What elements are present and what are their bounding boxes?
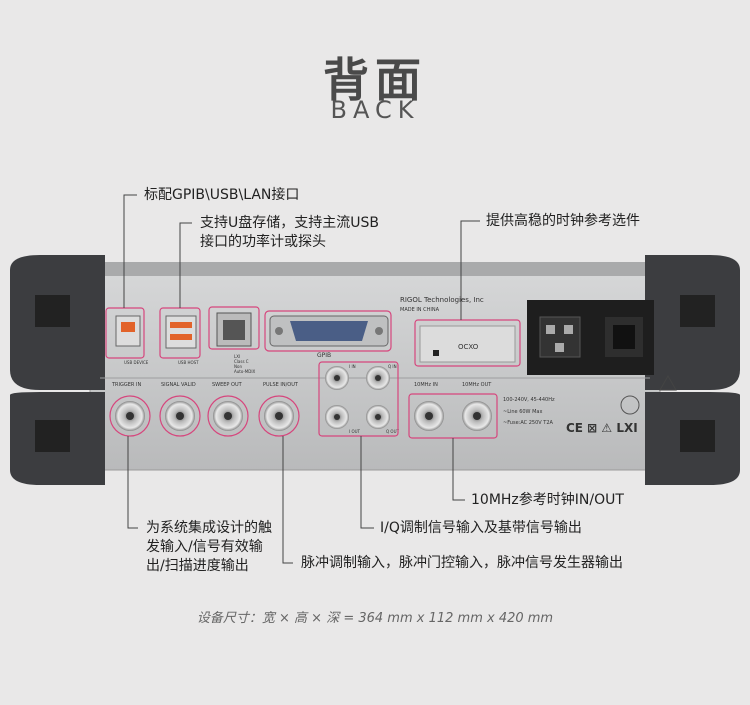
q-out-label: Q OUT [386, 429, 399, 434]
leader-lines [123, 194, 480, 564]
lan-label-3: Non [234, 364, 242, 369]
bumper-left-bottom [10, 392, 105, 485]
callout-ref-clock-option: 提供高稳的时钟参考选件 [486, 213, 640, 229]
callout-trigger-line1: 为系统集成设计的触 [146, 520, 272, 536]
bumper-right-top [645, 255, 740, 390]
gpib-label: GPIB [317, 352, 331, 359]
warning-triangle-icon [659, 374, 677, 391]
ref-in-label: 10MHz IN [414, 382, 438, 388]
page-title: 背面 [323, 53, 427, 107]
callout-gpib-usb-lan: 标配GPIB\USB\LAN接口 [144, 187, 300, 203]
power-spec-1: 100-240V, 45-440Hz [503, 397, 555, 403]
bnc-trigger-in [115, 401, 145, 431]
ref-out-label: 10MHz OUT [462, 382, 492, 388]
bumper-left-top [10, 255, 105, 390]
callout-usb-host-line1: 支持U盘存储，支持主流USB [200, 215, 379, 231]
trigger-in-label: TRIGGER IN [111, 382, 141, 388]
callout-10mhz-clock: 10MHz参考时钟IN/OUT [471, 492, 624, 508]
i-in-label: I IN [349, 364, 356, 369]
callout-usb-host-line2: 接口的功率计或探头 [200, 234, 326, 250]
page-subtitle: BACK [330, 96, 420, 124]
ocxo-label: OCXO [458, 343, 479, 351]
bumper-right-bottom [645, 392, 740, 485]
usb-host-port [165, 315, 197, 349]
pulse-label: PULSE IN/OUT [263, 382, 299, 388]
bnc-signal-valid [165, 401, 195, 431]
bnc-pulse [264, 401, 294, 431]
lan-label-2: Class C [234, 359, 249, 364]
i-out-label: I OUT [349, 429, 361, 434]
bnc-10mhz-in [414, 401, 444, 431]
callout-highlights [105, 306, 521, 439]
signal-valid-label: SIGNAL VALID [161, 382, 196, 388]
lxi-badge-icon [620, 395, 640, 415]
q-in-label: Q IN [388, 364, 397, 369]
callout-trigger-line2: 发输入/信号有效输 [146, 539, 263, 555]
bnc-i-in [325, 366, 349, 390]
sweep-out-label: SWEEP OUT [212, 382, 243, 388]
power-inlet [527, 300, 654, 375]
gpib-connector [269, 315, 389, 347]
top-lip [100, 262, 650, 276]
bnc-10mhz-out [462, 401, 492, 431]
bnc-sweep-out [213, 401, 243, 431]
bnc-i-out [325, 405, 349, 429]
bnc-q-out [366, 405, 390, 429]
brand-text: RIGOL Technologies, Inc [400, 296, 484, 304]
callout-trigger-line3: 出/扫描进度输出 [146, 558, 249, 574]
power-spec-3: ~Fuse:AC 250V T2A [503, 420, 554, 426]
bnc-q-in [366, 366, 390, 390]
made-in-text: MADE IN CHINA [400, 307, 440, 313]
lan-label-4: Auto-MDIX [234, 369, 256, 374]
usb-host-label: USB HOST [178, 360, 199, 365]
dimensions-note: 设备尺寸：宽 × 高 × 深 = 364 mm x 112 mm x 420 m… [196, 611, 554, 626]
cert-marks: CE ⊠ ⚠ LXI [566, 421, 638, 435]
usb-device-label: USB DEVICE [124, 360, 149, 365]
power-spec-2: ~Line 60W Max [503, 409, 542, 415]
lan-label-1: LXI [234, 354, 240, 359]
callout-pulse: 脉冲调制输入，脉冲门控输入，脉冲信号发生器输出 [301, 555, 623, 571]
callout-iq-modulation: I/Q调制信号输入及基带信号输出 [380, 520, 582, 536]
